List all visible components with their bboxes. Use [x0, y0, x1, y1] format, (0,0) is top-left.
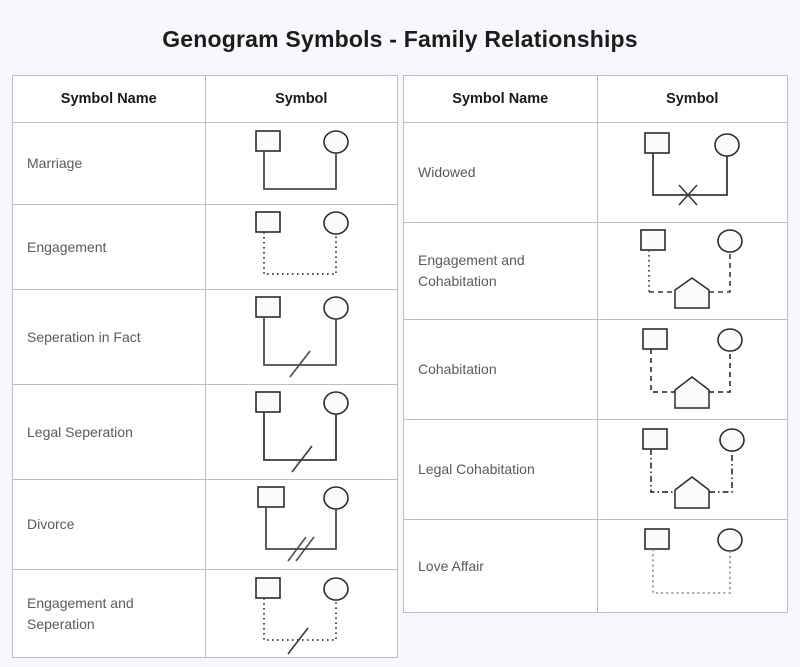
cohabitation-diagram — [642, 327, 744, 409]
cohabitation-pentagon-icon — [674, 475, 710, 509]
male-square-icon — [642, 327, 669, 350]
table-row: Engagement and Seperation — [12, 569, 398, 658]
table-row: Marriage — [12, 122, 398, 205]
column-header-symbol: Symbol — [204, 75, 398, 123]
symbol-name-divorce: Divorce — [12, 479, 206, 570]
relationship-line-dashed-right — [709, 350, 732, 393]
symbol-name-engagement-and-seperation: Engagement and Seperation — [12, 569, 206, 658]
table-header-row: Symbol Name Symbol — [403, 75, 788, 123]
widowed-x-icon-2 — [678, 183, 698, 206]
symbol-name-widowed: Widowed — [403, 122, 598, 223]
female-circle-icon — [323, 129, 350, 154]
separation-slash-icon — [287, 627, 309, 654]
table-row: Widowed — [403, 122, 788, 223]
symbol-name-engagement: Engagement — [12, 204, 206, 290]
relationship-line-red-dotted — [652, 549, 732, 594]
symbol-legal-seperation — [204, 384, 398, 480]
symbol-seperation-in-fact — [204, 289, 398, 385]
symbol-name-seperation-in-fact: Seperation in Fact — [12, 289, 206, 385]
male-square-icon — [640, 229, 667, 251]
table-row: Legal Cohabitation — [403, 419, 788, 520]
table-row: Legal Seperation — [12, 384, 398, 480]
engagement-diagram — [255, 211, 350, 275]
table-header-row: Symbol Name Symbol — [12, 75, 398, 123]
table-row: Love Affair — [403, 519, 788, 613]
love-affair-diagram — [644, 528, 744, 594]
symbol-name-cohabitation: Cohabitation — [403, 319, 598, 420]
symbol-cohabitation — [596, 319, 788, 420]
symbol-name-marriage: Marriage — [12, 122, 206, 205]
female-circle-icon — [719, 427, 746, 452]
female-circle-icon — [323, 211, 350, 235]
seperation-in-fact-diagram — [255, 296, 350, 378]
relationship-line-dashdot-right — [709, 450, 734, 493]
symbol-name-engagement-and-cohabitation: Engagement and Cohabitation — [403, 222, 598, 320]
legal-cohabitation-diagram — [642, 427, 746, 509]
symbol-name-legal-seperation: Legal Seperation — [12, 384, 206, 480]
relationship-line-dotted — [263, 232, 338, 275]
relationship-line-solid — [263, 317, 338, 366]
column-header-symbol-name: Symbol Name — [12, 75, 206, 123]
cohabitation-pentagon-icon — [674, 375, 710, 409]
female-circle-icon — [323, 391, 350, 415]
widowed-diagram — [644, 131, 741, 206]
column-header-symbol-name: Symbol Name — [403, 75, 598, 123]
symbol-legal-cohabitation — [596, 419, 788, 520]
male-square-icon — [642, 427, 669, 450]
female-circle-icon — [717, 229, 744, 253]
relationship-line-solid — [265, 506, 338, 550]
female-circle-icon — [323, 576, 350, 601]
male-square-icon — [255, 391, 282, 413]
table-row: Cohabitation — [403, 319, 788, 420]
right-symbol-table: Symbol Name Symbol Widowed — [403, 75, 788, 613]
separation-slash-icon — [291, 445, 313, 473]
symbol-name-love-affair: Love Affair — [403, 519, 598, 613]
female-circle-icon — [323, 485, 350, 510]
divorce-slash-icon-2 — [295, 536, 315, 561]
male-square-icon — [255, 129, 282, 152]
female-circle-icon — [323, 296, 350, 320]
column-header-symbol: Symbol — [596, 75, 788, 123]
female-circle-icon — [717, 327, 744, 352]
symbol-divorce — [204, 479, 398, 570]
relationship-line-dashed-right — [709, 252, 732, 293]
female-circle-icon — [714, 132, 741, 157]
separation-slash-icon — [289, 350, 311, 378]
male-square-icon — [255, 211, 282, 233]
symbol-marriage — [204, 122, 398, 205]
page-title: Genogram Symbols - Family Relationships — [162, 26, 638, 52]
tables-container: Symbol Name Symbol Marriage Engagement — [0, 75, 800, 658]
relationship-line-dashdot-left — [650, 448, 676, 493]
marriage-diagram — [255, 129, 350, 190]
symbol-widowed — [596, 122, 788, 223]
symbol-engagement-and-cohabitation — [596, 222, 788, 320]
table-row: Engagement — [12, 204, 398, 290]
table-row: Engagement and Cohabitation — [403, 222, 788, 320]
symbol-engagement — [204, 204, 398, 290]
male-square-icon — [644, 528, 671, 550]
cohabitation-pentagon-icon — [674, 277, 710, 309]
relationship-line-dashed-left — [650, 348, 676, 393]
engagement-and-cohabitation-diagram — [640, 229, 744, 309]
relationship-line-solid — [652, 152, 729, 196]
male-square-icon — [257, 485, 286, 508]
symbol-name-legal-cohabitation: Legal Cohabitation — [403, 419, 598, 520]
male-square-icon — [255, 296, 282, 318]
female-circle-icon — [717, 528, 744, 552]
table-row: Divorce — [12, 479, 398, 570]
legal-seperation-diagram — [255, 391, 350, 473]
male-square-icon — [255, 576, 282, 599]
left-symbol-table: Symbol Name Symbol Marriage Engagement — [12, 75, 398, 658]
relationship-line-solid — [263, 150, 338, 190]
male-square-icon — [644, 131, 671, 154]
symbol-love-affair — [596, 519, 788, 613]
symbol-engagement-and-seperation — [204, 569, 398, 658]
relationship-line-dotted — [263, 597, 338, 641]
relationship-line-solid — [263, 412, 338, 461]
divorce-diagram — [257, 485, 350, 561]
divorce-slash-icon-1 — [287, 536, 307, 561]
table-row: Seperation in Fact — [12, 289, 398, 385]
engagement-and-seperation-diagram — [255, 576, 350, 654]
